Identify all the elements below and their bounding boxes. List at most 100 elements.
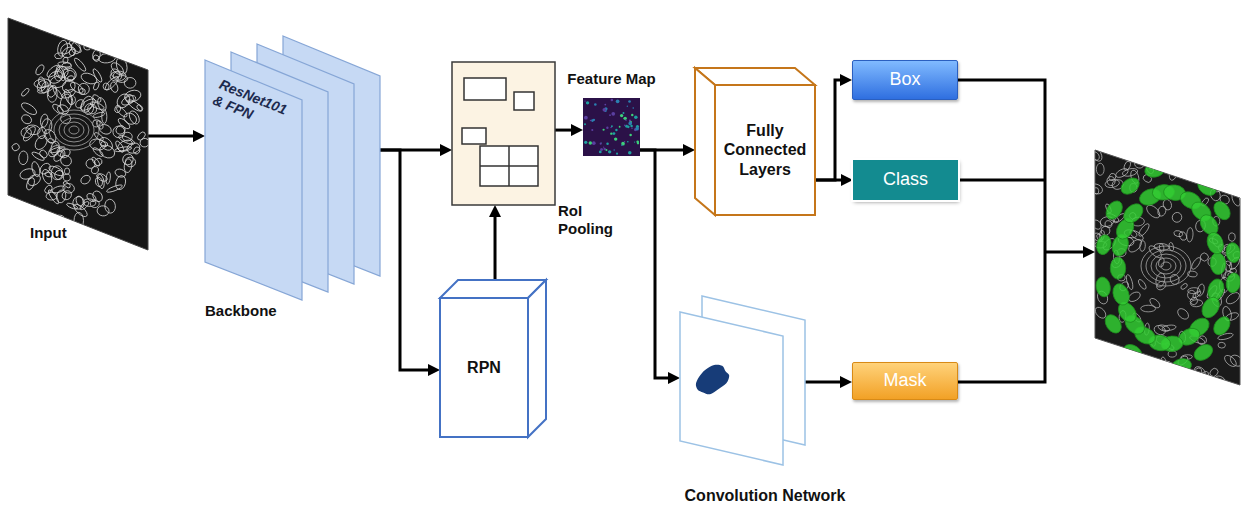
feature-dot: [621, 142, 625, 146]
tissue-cell: [1176, 307, 1191, 322]
roi-pooling-panel-shape: [452, 62, 555, 205]
roi-region: [514, 92, 534, 110]
rpn-front-face: [440, 298, 528, 437]
tissue-cell: [60, 189, 73, 202]
tissue-cell: [1223, 353, 1239, 368]
feature-dot: [589, 141, 592, 144]
input-label-slot: Input: [30, 224, 110, 242]
feature-dot: [609, 114, 611, 116]
tissue-swirl: [49, 110, 99, 150]
tissue-cell: [1147, 379, 1160, 390]
tissue-cell: [124, 77, 136, 88]
feature-dot: [600, 143, 602, 145]
detected-cell: [1172, 162, 1195, 180]
output-texture: [1089, 145, 1245, 390]
roi-pooling-label-slot: RoI Pooling: [558, 202, 624, 238]
detected-cell: [1102, 312, 1125, 336]
feature-dot: [611, 125, 613, 127]
tissue-cell: [1189, 366, 1203, 384]
feature-dot: [608, 150, 611, 153]
tissue-cell: [109, 61, 125, 77]
tissue-cell: [1214, 374, 1227, 386]
cube-side-face: [695, 68, 715, 215]
flow-arrow: [494, 211, 497, 280]
tissue-cell: [1228, 232, 1236, 241]
tissue-cell: [63, 69, 76, 82]
tissue-cell: [51, 103, 65, 116]
tissue-cell: [1123, 160, 1132, 171]
tissue-cell: [20, 101, 39, 117]
tissue-cell: [26, 172, 43, 187]
tissue-cell: [121, 152, 135, 167]
detected-cell: [1094, 276, 1112, 298]
feature-dot: [628, 100, 631, 103]
tissue-cell: [1125, 378, 1139, 390]
tissue-cell: [1171, 211, 1184, 224]
tissue-cell: [1187, 290, 1196, 300]
tissue-cell: [1160, 357, 1167, 373]
tissue-cell: [95, 172, 108, 183]
feature-dot: [606, 143, 609, 146]
backbone-stack: ResNet101 & FPNBackbone: [205, 36, 380, 300]
flow-arrow: [815, 179, 847, 182]
backbone-label-slot: Backbone: [205, 302, 315, 320]
tissue-cell: [97, 143, 116, 161]
class-label: Class: [883, 169, 928, 191]
box-label: Box: [889, 69, 920, 91]
tissue-cell: [73, 57, 88, 73]
feature-map-shape: [583, 98, 640, 156]
tissue-cell: [1096, 163, 1104, 175]
tissue-cell: [1196, 283, 1206, 297]
tissue-cell: [11, 142, 21, 152]
detected-cell: [1170, 357, 1192, 375]
fully-connected-block: Fully Connected Layers: [695, 68, 815, 215]
tissue-cell: [1104, 178, 1120, 188]
feature-dot: [584, 123, 586, 125]
tissue-cell: [113, 126, 126, 139]
tissue-cell: [62, 180, 71, 188]
tissue-cell: [1096, 367, 1106, 380]
rpn-box: RPN: [440, 280, 546, 437]
tissue-cell: [115, 92, 133, 111]
tissue-cell: [103, 83, 110, 90]
tissue-cell: [114, 124, 126, 136]
tissue-cell: [1208, 367, 1219, 378]
feature-dot: [621, 144, 623, 146]
tissue-cell: [20, 87, 30, 97]
tissue-cell: [116, 75, 127, 83]
tissue-cell: [114, 175, 127, 191]
tissue-cell: [70, 41, 81, 54]
tissue-cell: [41, 168, 54, 185]
feature-dot: [615, 129, 617, 131]
detected-cell: [1140, 355, 1163, 374]
tissue-cell: [1230, 192, 1242, 207]
flow-arrow: [148, 135, 199, 138]
feature-dot: [594, 103, 597, 106]
class-label-slot: Class: [853, 160, 958, 200]
flow-arrow: [815, 80, 846, 180]
tissue-cell: [1156, 360, 1173, 372]
tissue-cell: [1173, 230, 1183, 238]
feature-map: Feature Map: [583, 98, 640, 156]
feature-dot: [603, 129, 605, 131]
feature-dot: [616, 99, 620, 103]
rpn-label: RPN: [467, 358, 501, 377]
tissue-cell: [122, 111, 139, 127]
box-label-slot: Box: [853, 61, 957, 99]
tissue-cell: [1089, 182, 1104, 196]
feature-dot: [619, 126, 621, 128]
feature-dot: [584, 100, 585, 101]
feature-dot: [605, 149, 607, 151]
feature-dot: [604, 104, 606, 106]
detected-cell: [1225, 272, 1242, 294]
tissue-cell: [59, 153, 74, 168]
feature-dot: [584, 141, 587, 144]
tissue-cell: [96, 205, 109, 216]
flow-arrow: [640, 150, 674, 378]
tissue-cell: [1089, 150, 1101, 162]
feature-dot: [613, 149, 614, 150]
tissue-cell: [114, 146, 132, 153]
tissue-cell: [1162, 324, 1177, 331]
rpn-side-face: [528, 280, 546, 437]
tissue-cell: [33, 134, 50, 152]
